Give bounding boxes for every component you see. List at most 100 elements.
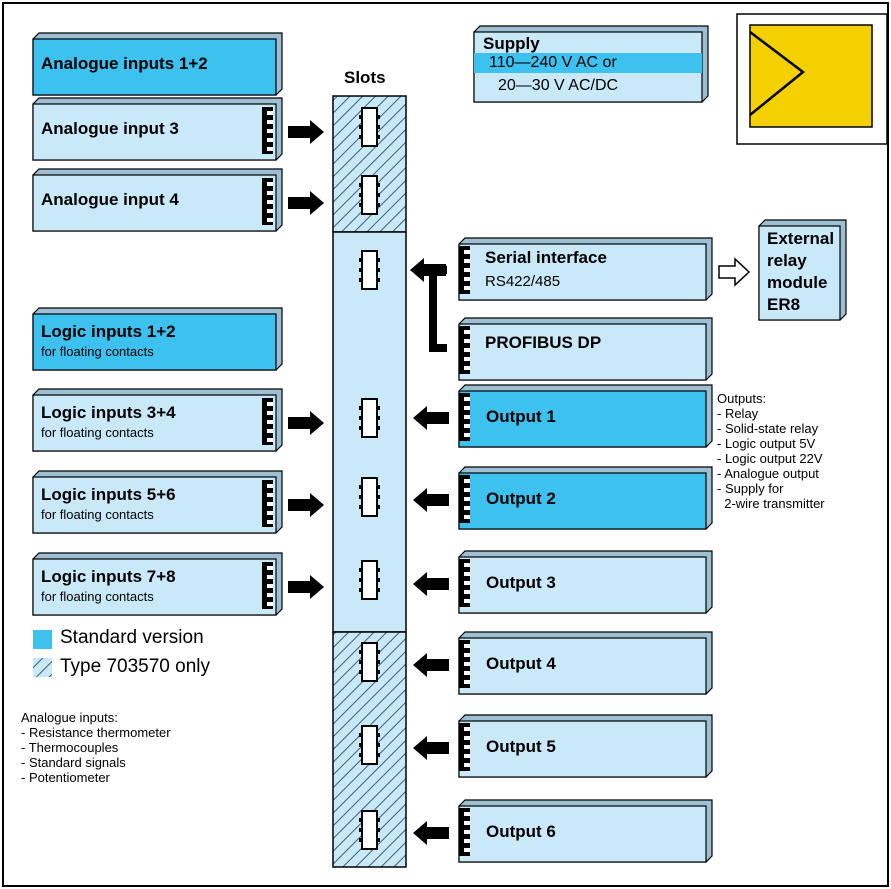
supply-line-2: 20—30 V AC/DC — [498, 77, 619, 94]
logo-icon — [749, 24, 873, 128]
hollow-arrow-icon — [718, 257, 751, 287]
left-arrow-icon — [413, 821, 449, 845]
external-line-2: relay — [767, 251, 807, 270]
profibus-title: PROFIBUS DP — [485, 333, 602, 352]
logo-chevron-icon — [749, 31, 806, 116]
legend-standard-swatch — [33, 630, 52, 649]
analogue-note-item: - Resistance thermometer — [21, 725, 171, 740]
input-subtitle: for floating contacts — [41, 589, 154, 604]
external-relay-label: External relay module ER8 — [767, 228, 834, 316]
connector-icon — [459, 808, 470, 856]
analogue-note: Analogue inputs: - Resistance thermomete… — [21, 710, 171, 785]
slot-connector-icon — [359, 107, 380, 147]
outputs-note: Outputs: - Relay - Solid-state relay - L… — [717, 391, 825, 511]
input-subtitle: for floating contacts — [41, 507, 154, 522]
left-arrow-icon — [413, 572, 449, 596]
outputs-note-title: Outputs: — [717, 391, 767, 406]
right-arrow-icon — [288, 191, 324, 215]
connector-icon — [262, 398, 273, 445]
outputs-note-item: - Logic output 22V — [717, 451, 823, 466]
output-title: Output 2 — [486, 489, 556, 508]
input-module — [32, 470, 283, 534]
bus-bracket — [429, 266, 447, 352]
supply-box — [473, 25, 709, 103]
connector-icon — [459, 640, 470, 688]
serial-interface-module — [458, 237, 713, 301]
supply-highlight — [474, 53, 702, 73]
left-arrow-icon — [413, 653, 449, 677]
connector-icon — [262, 107, 273, 154]
connector-icon — [262, 562, 273, 609]
connector-icon — [459, 723, 470, 771]
connector-icon — [262, 178, 273, 225]
slot-connector-icon — [359, 477, 380, 517]
output-title: Output 3 — [486, 573, 556, 592]
left-arrow-icon — [413, 406, 449, 430]
slot-connector-icon — [359, 175, 380, 215]
external-line-4: ER8 — [767, 295, 801, 314]
outputs-note-item: - Solid-state relay — [717, 421, 819, 436]
legend-type-label: Type 703570 only — [60, 656, 211, 677]
supply-title: Supply — [483, 34, 540, 53]
connector-icon — [459, 246, 470, 294]
analogue-note-item: - Potentiometer — [21, 770, 110, 785]
output-module — [458, 550, 713, 614]
input-title: Analogue inputs 1+2 — [41, 54, 208, 73]
slots-column — [332, 95, 407, 868]
left-arrow-icon — [413, 488, 449, 512]
outputs-note-item: - Relay — [717, 406, 759, 421]
right-arrow-icon — [288, 493, 324, 517]
analogue-note-item: - Thermocouples — [21, 740, 119, 755]
input-module — [32, 307, 283, 371]
analogue-note-title: Analogue inputs: — [21, 710, 118, 725]
output-title: Output 5 — [486, 737, 556, 756]
slot-connector-icon — [359, 642, 380, 682]
connector-icon — [459, 559, 470, 607]
external-relay-box — [758, 219, 847, 321]
external-line-3: module — [767, 273, 828, 292]
legend-standard-label: Standard version — [60, 627, 204, 648]
slots-title: Slots — [344, 68, 386, 87]
slot-connector-icon — [359, 810, 380, 850]
slot-connector-icon — [359, 725, 380, 765]
input-subtitle: for floating contacts — [41, 425, 154, 440]
serial-interface-title: Serial interface — [485, 248, 607, 267]
right-arrow-icon — [288, 120, 324, 144]
connector-icon — [459, 393, 470, 441]
slot-connector-icon — [359, 250, 380, 290]
right-arrow-icon — [288, 411, 324, 435]
output-module — [458, 799, 713, 863]
input-module — [32, 168, 283, 232]
input-title: Logic inputs 1+2 — [41, 322, 176, 341]
outputs-note-item: 2-wire transmitter — [717, 496, 825, 511]
outputs-note-item: - Supply for — [717, 481, 784, 496]
connector-icon — [459, 475, 470, 523]
supply-line-1: 110—240 V AC or — [489, 54, 617, 71]
input-title: Analogue input 4 — [41, 190, 179, 209]
input-title: Logic inputs 7+8 — [41, 567, 176, 586]
right-arrow-icon — [288, 575, 324, 599]
input-title: Logic inputs 3+4 — [41, 403, 176, 422]
input-title: Logic inputs 5+6 — [41, 485, 176, 504]
input-module — [32, 552, 283, 616]
input-module — [32, 32, 283, 96]
output-title: Output 4 — [486, 654, 556, 673]
legend-hatched-swatch — [33, 658, 52, 677]
output-module — [458, 631, 713, 695]
left-arrow-icon — [413, 736, 449, 760]
slot-connector-icon — [359, 398, 380, 438]
outputs-note-item: - Analogue output — [717, 466, 819, 481]
slot-connector-icon — [359, 560, 380, 600]
output-module — [458, 714, 713, 778]
outputs-note-item: - Logic output 5V — [717, 436, 816, 451]
input-module — [32, 388, 283, 452]
analogue-note-item: - Standard signals — [21, 755, 126, 770]
input-title: Analogue input 3 — [41, 119, 179, 138]
output-module — [458, 384, 713, 448]
output-title: Output 1 — [486, 407, 556, 426]
input-module — [32, 97, 283, 161]
external-line-1: External — [767, 229, 835, 248]
connector-icon — [459, 326, 470, 374]
